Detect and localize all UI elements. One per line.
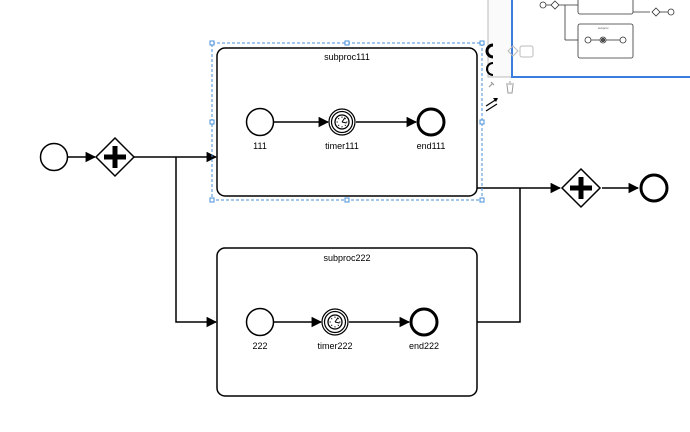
append-task-icon[interactable] xyxy=(519,45,534,58)
parallel-gateway-icon xyxy=(104,146,126,168)
timer-event[interactable] xyxy=(321,308,349,336)
minimap[interactable]: subproc xyxy=(487,0,690,78)
selection-handles[interactable] xyxy=(209,40,485,203)
start-event-label: 222 xyxy=(252,341,267,351)
timer-icon xyxy=(334,114,350,130)
sequence-flows xyxy=(68,116,640,328)
append-intermediate-event-icon[interactable] xyxy=(486,62,494,76)
end-event-label: end222 xyxy=(409,341,439,351)
append-end-event-icon[interactable] xyxy=(485,43,494,59)
subprocess-title: subproc222 xyxy=(323,253,370,263)
start-event[interactable] xyxy=(245,107,275,137)
subprocess-title: subproc111 xyxy=(324,52,370,62)
end-event[interactable] xyxy=(639,173,669,203)
timer-event-label: timer111 xyxy=(325,141,359,151)
trash-icon[interactable] xyxy=(506,81,514,94)
end-event[interactable] xyxy=(409,307,439,337)
subprocess-2[interactable]: subproc222 222 timer222 end222 xyxy=(216,247,478,397)
timer-event[interactable] xyxy=(328,108,356,136)
start-event-label: 111 xyxy=(253,141,267,151)
sequence-flow[interactable] xyxy=(175,157,218,328)
subprocess-1[interactable]: subproc111 111 timer111 end111 xyxy=(209,40,485,203)
start-event[interactable] xyxy=(245,307,275,337)
context-pad[interactable] xyxy=(485,43,534,112)
start-event[interactable] xyxy=(39,142,69,172)
parallel-gateway-join[interactable] xyxy=(560,167,602,209)
end-event[interactable] xyxy=(416,107,446,137)
connect-arrow-icon[interactable] xyxy=(485,98,498,112)
append-gateway-icon[interactable] xyxy=(507,45,519,57)
end-event-label: end111 xyxy=(417,141,446,151)
parallel-gateway-icon xyxy=(570,177,592,199)
svg-text:subproc: subproc xyxy=(598,26,609,30)
parallel-gateway-split[interactable] xyxy=(94,136,136,178)
wrench-icon[interactable] xyxy=(488,81,495,88)
sequence-flow[interactable] xyxy=(477,188,521,323)
timer-icon xyxy=(327,314,343,330)
timer-event-label: timer222 xyxy=(317,341,352,351)
minimap-diagram-preview: subproc xyxy=(539,0,675,59)
